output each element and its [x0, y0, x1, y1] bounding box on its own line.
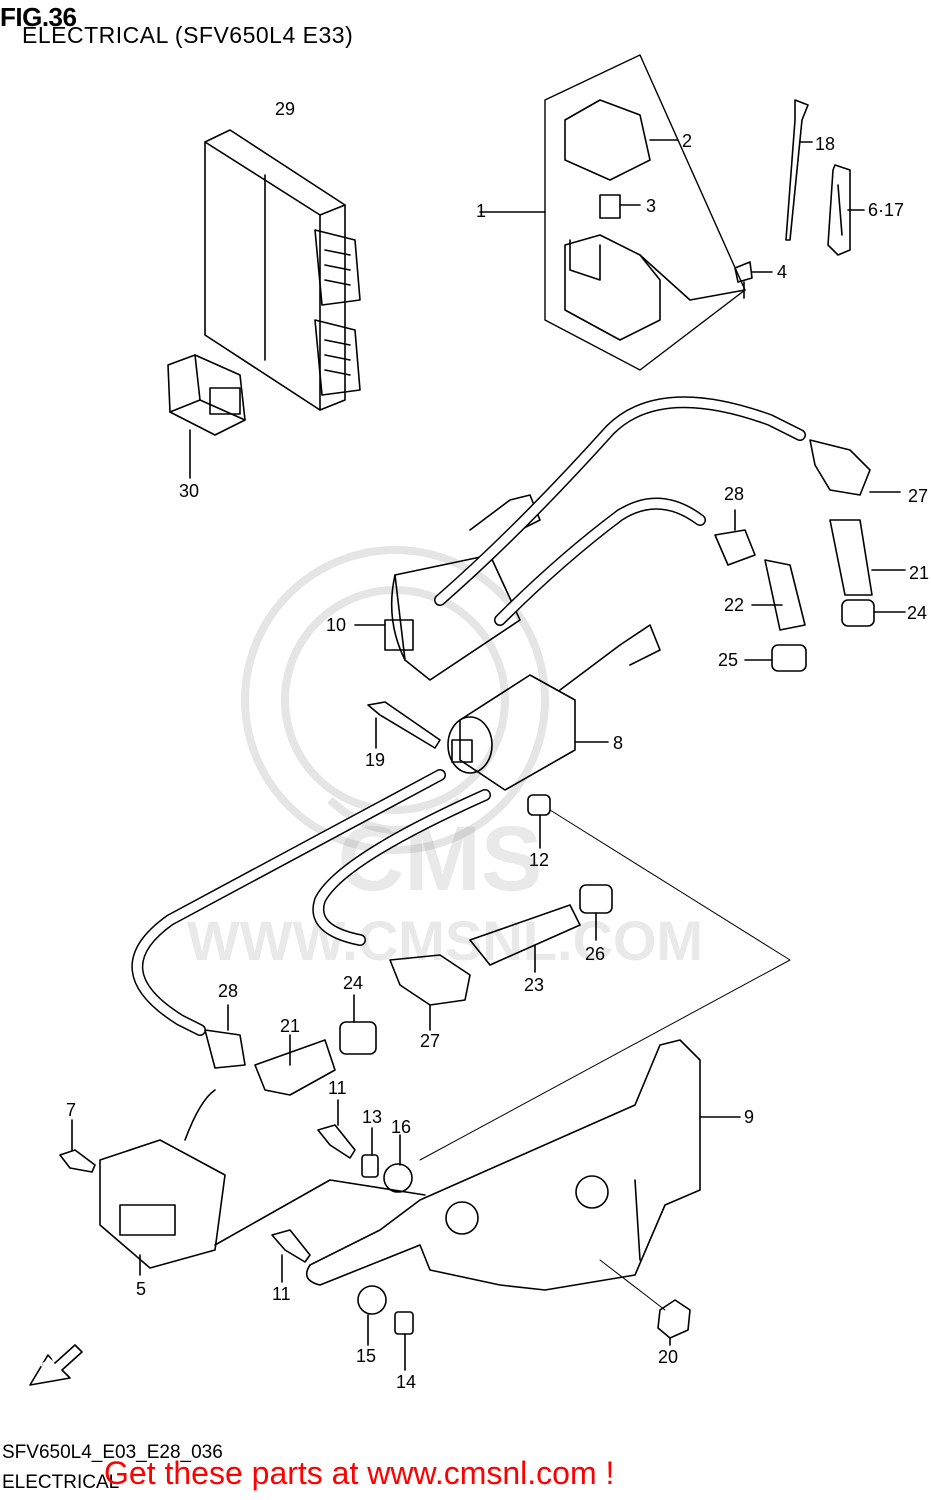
regulator-5: [99, 1089, 426, 1276]
grommet-12: [527, 794, 551, 816]
plug-cap-27-lower: [389, 954, 471, 1031]
callout-23: 23: [524, 975, 545, 995]
callout-7: 7: [66, 1100, 77, 1120]
callout-27-upper: 27: [908, 486, 929, 506]
callout-21-lower: 21: [280, 1016, 301, 1036]
cover-25: [744, 644, 807, 672]
plug-cap-22: [751, 559, 806, 631]
callout-19: 19: [365, 750, 386, 770]
callout-10: 10: [326, 615, 347, 635]
cover-26: [579, 884, 613, 941]
callout-5: 5: [136, 1279, 147, 1299]
callout-14: 14: [396, 1372, 417, 1392]
plug-cap-upper-21: [829, 519, 906, 596]
callout-28-upper: 28: [724, 484, 745, 504]
starter-relay-assembly: [479, 54, 746, 371]
callout-6-17: 6·17: [868, 200, 905, 220]
callout-24-upper: 24: [907, 603, 928, 623]
bracket-9: [305, 1039, 741, 1291]
callout-16: 16: [391, 1117, 412, 1137]
bolt-7: [59, 1149, 96, 1173]
callout-18: 18: [815, 134, 836, 154]
plug-lead-lower-2-inner: [314, 790, 490, 945]
callout-25: 25: [718, 650, 739, 670]
callout-27-lower: 27: [420, 1031, 441, 1051]
plug-cap-upper-27: [809, 439, 901, 496]
plug-lead-upper-2-inner: [495, 499, 705, 625]
connector-30: [167, 354, 246, 479]
section-name: ELECTRICAL: [2, 1472, 120, 1493]
callout-28-lower: 28: [218, 981, 239, 1001]
bolt-4: [734, 261, 753, 299]
cover-24-upper: [841, 599, 906, 627]
figure-number: FIG.36: [0, 2, 77, 32]
nut-20: [657, 1299, 691, 1339]
ignition-coil-10: [354, 494, 541, 681]
callout-24-lower: 24: [343, 973, 364, 993]
callout-29: 29: [275, 99, 296, 119]
fwd-arrow-icon: [29, 1344, 83, 1386]
plug-lead-lower-1-inner: [132, 770, 445, 1035]
callout-20: 20: [658, 1347, 679, 1367]
callout-21-upper: 21: [909, 563, 930, 583]
callout-11-lower: 11: [272, 1284, 291, 1304]
figure-subtitle: ELECTRICAL (SFV650L4 E33): [22, 22, 354, 48]
diagram-code: SFV650L4_E03_E28_036: [2, 1442, 223, 1463]
cap-28-upper: [714, 509, 756, 566]
callout-1: 1: [476, 201, 487, 221]
callout-30: 30: [179, 481, 200, 501]
callout-15: 15: [356, 1346, 377, 1366]
bolt-11-lower: [271, 1229, 311, 1263]
callout-26: 26: [585, 944, 606, 964]
callout-3: 3: [646, 196, 657, 216]
callout-22: 22: [724, 595, 745, 615]
grommet-16: [383, 1163, 413, 1193]
plug-lead-upper-1: [434, 396, 806, 606]
watermark-url: WWW.CMSNL.COM: [187, 909, 703, 972]
collar-14: [394, 1311, 414, 1335]
bolt-19: [367, 701, 441, 749]
callout-4: 4: [777, 262, 788, 282]
collar-13: [361, 1154, 379, 1178]
plug-cap-21-lower: [254, 1034, 336, 1096]
callout-8: 8: [613, 733, 624, 753]
callout-12: 12: [529, 850, 550, 870]
callout-11-upper: 11: [328, 1078, 347, 1098]
plug-lead-upper-1-inner: [435, 397, 805, 605]
watermark-text: CMS WWW.CMSNL.COM: [187, 808, 703, 972]
ecu-unit: [204, 129, 361, 411]
guide-lines: [419, 809, 791, 1311]
bolt-11-upper: [317, 1124, 356, 1159]
cover-24-lower: [339, 994, 377, 1055]
clamp-6: [827, 164, 851, 256]
ignition-coil-8: [447, 624, 661, 791]
cable-tie-18: [785, 99, 809, 241]
callout-13: 13: [362, 1107, 383, 1127]
cap-28-lower: [204, 1004, 246, 1069]
callout-9: 9: [744, 1107, 755, 1127]
callout-2: 2: [682, 131, 693, 151]
promo-link[interactable]: Get these parts at www.cmsnl.com !: [104, 1455, 615, 1491]
grommet-15: [357, 1285, 387, 1315]
plug-cap-23: [469, 904, 581, 973]
